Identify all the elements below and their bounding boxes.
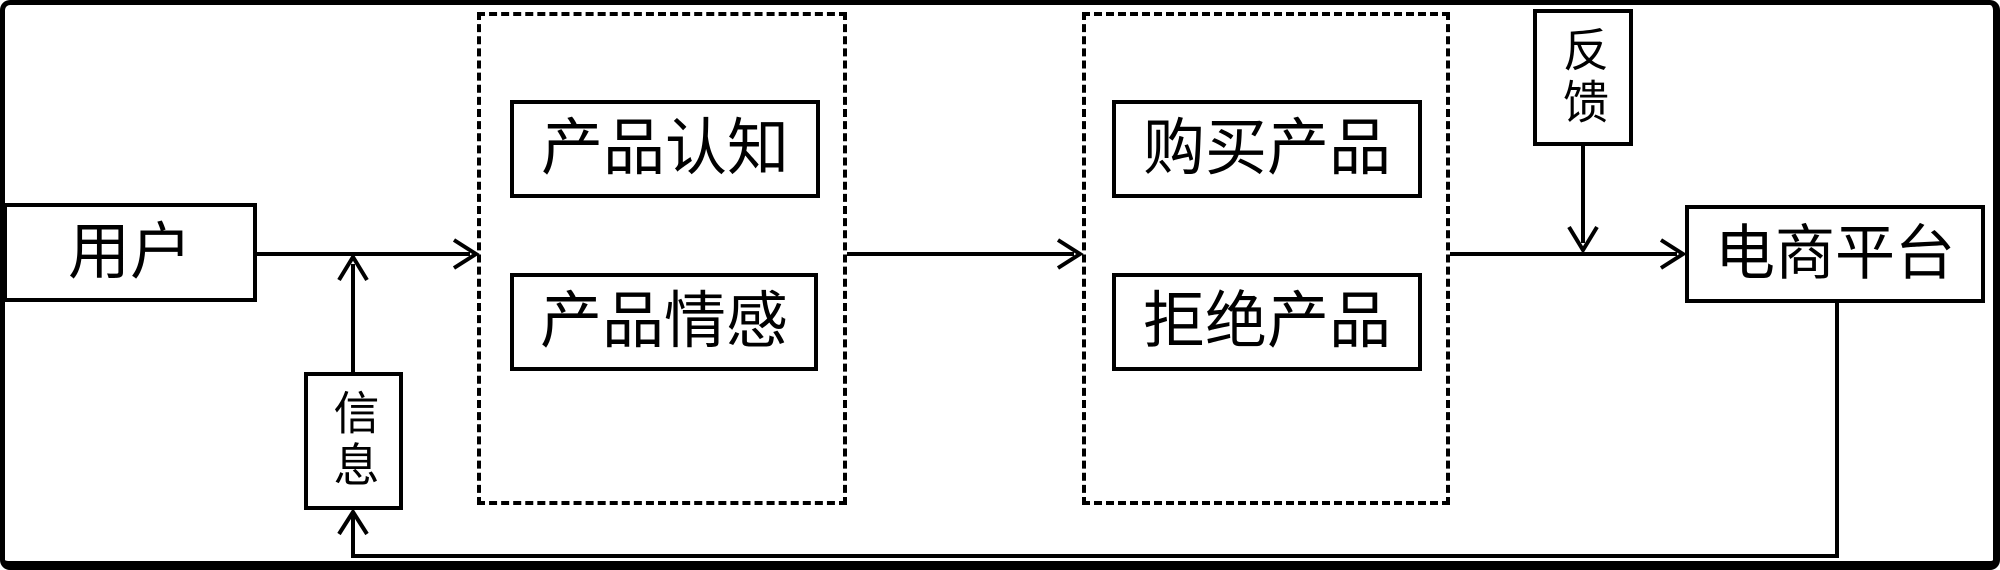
node-product-emotion-label: 产品情感 — [539, 287, 788, 356]
node-product-cognition-label: 产品认知 — [540, 114, 789, 183]
arrowhead-right-into-platform — [1659, 238, 1687, 270]
arrowhead-down-at-platform-line — [1567, 225, 1599, 254]
node-user-label: 用户 — [67, 217, 192, 287]
attitude-group-box — [477, 12, 847, 505]
arrowhead-up-at-main-line — [337, 253, 369, 282]
node-information: 信息 — [304, 372, 403, 510]
node-user: 用户 — [3, 203, 257, 302]
decision-group-box — [1082, 12, 1450, 505]
arrowhead-right-into-decision-group — [1056, 238, 1084, 270]
arrowhead-up-into-info — [337, 508, 369, 536]
arrowhead-right-into-attitude-group — [452, 238, 480, 270]
node-information-label: 信息 — [327, 389, 380, 493]
node-product-cognition: 产品认知 — [510, 100, 820, 198]
node-feedback: 反馈 — [1533, 9, 1633, 146]
node-feedback-label: 反馈 — [1557, 25, 1609, 130]
node-ecommerce-platform: 电商平台 — [1685, 205, 1985, 303]
node-reject-product: 拒绝产品 — [1112, 273, 1422, 371]
node-reject-product-label: 拒绝产品 — [1142, 287, 1391, 356]
node-product-emotion: 产品情感 — [510, 273, 818, 371]
node-buy-product-label: 购买产品 — [1142, 114, 1391, 183]
node-ecommerce-platform-label: 电商平台 — [1715, 220, 1955, 287]
node-buy-product: 购买产品 — [1112, 100, 1422, 198]
